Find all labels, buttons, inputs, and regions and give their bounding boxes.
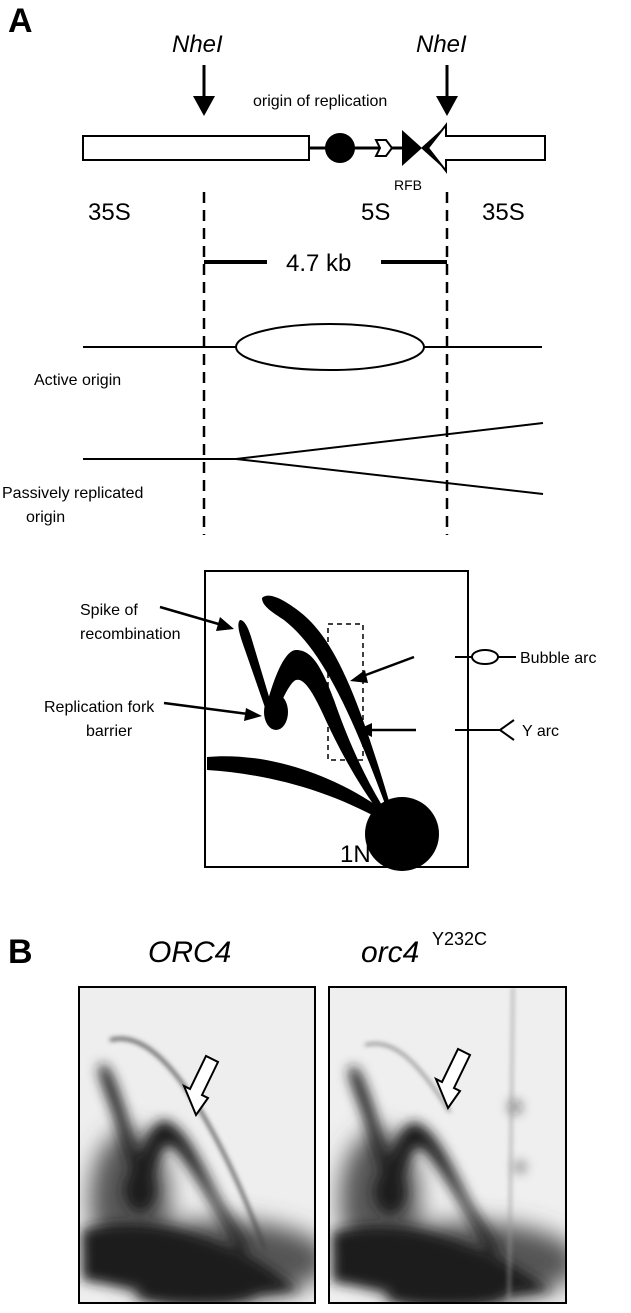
bubble-arc-legend-label: Bubble arc (520, 650, 597, 667)
linear-arc-shape (207, 756, 398, 830)
rfb-annotation-line2: barrier (86, 723, 133, 740)
spike-pointer-arrow (159, 605, 234, 631)
left-blot-open-arrow (182, 1054, 220, 1118)
1n-spot (365, 797, 439, 871)
rfb-label: RFB (394, 177, 422, 193)
y-arc-legend-label: Y arc (522, 723, 559, 740)
spike-label-line2: recombination (80, 626, 181, 643)
bubble-arc-pointer (350, 655, 415, 683)
y-arc-legend-icon (455, 719, 515, 741)
passive-fork-diagram (83, 422, 544, 495)
orc4-blot-frame (78, 986, 316, 1304)
5s-label: 5S (361, 199, 390, 226)
origin-label: origin of replication (253, 93, 387, 110)
35s-right-label: 35S (482, 199, 525, 226)
right-blot-open-arrow (434, 1047, 472, 1111)
rfb-left-triangle (402, 130, 422, 166)
passive-origin-label-line2: origin (26, 509, 65, 526)
rfb-pointer-arrow (163, 701, 262, 721)
spike-label-line1: Spike of (80, 602, 138, 619)
orc4-mutant-blot-title-base: orc4 (361, 936, 419, 969)
5s-arrow (374, 139, 394, 157)
y-arc-shape (268, 650, 398, 832)
nhei-right-arrow (436, 65, 458, 116)
passive-origin-label-line1: Passively replicated (2, 485, 143, 502)
rfb-spot (264, 694, 288, 730)
35s-right-gene-arrow (426, 122, 546, 174)
panel-b-letter: B (8, 933, 33, 971)
1n-label: 1N (340, 841, 371, 868)
orc4-mutant-blot-title-superscript: Y232C (432, 929, 487, 949)
bubble-arc-legend-icon (455, 649, 516, 665)
orc4-mutant-blot-image (329, 987, 566, 1303)
35s-left-label: 35S (88, 199, 131, 226)
nhei-left-arrow (193, 65, 215, 116)
gel-schematic-arcs (207, 595, 439, 871)
recombination-spike-shape (238, 620, 276, 722)
orc4-blot-image (79, 987, 315, 1303)
rdna-map (82, 122, 546, 174)
highlight-dashed-box (327, 623, 364, 761)
panel-a-letter: A (8, 2, 33, 40)
y-arc-pointer (357, 723, 416, 737)
orc4-mutant-blot-frame (328, 986, 567, 1304)
nhei-right-label: NheI (416, 31, 467, 58)
nhei-left-label: NheI (172, 31, 223, 58)
35s-left-gene-box (82, 135, 310, 161)
active-origin-label: Active origin (34, 372, 121, 389)
rfb-annotation-line1: Replication fork (44, 699, 155, 716)
fragment-size-label: 4.7 kb (286, 250, 351, 277)
origin-circle (325, 133, 355, 163)
orc4-blot-title: ORC4 (148, 936, 231, 969)
active-origin-bubble-diagram (83, 323, 542, 371)
